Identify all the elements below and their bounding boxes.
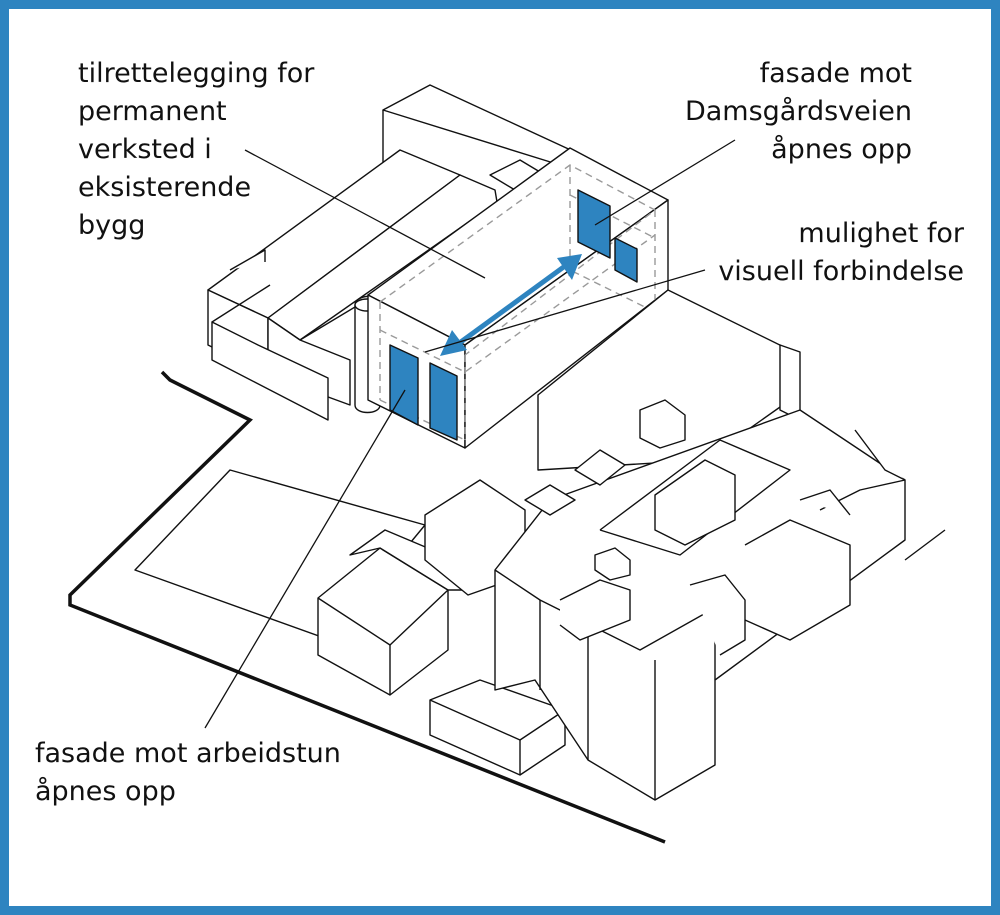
middle-building: [537, 289, 801, 471]
facade-openings: [389, 189, 638, 441]
label-visual-link: mulighet for visuell forbindelse: [718, 218, 964, 287]
opening-damsgard-2: [614, 237, 638, 283]
opening-damsgard-1: [577, 189, 611, 259]
opening-arbeidstun-2: [429, 362, 458, 441]
small-house-1: [317, 529, 469, 696]
leader-damsgard: [594, 139, 736, 226]
label-facade-arbeidstun: fasade mot arbeidstun åpnes opp: [35, 738, 341, 807]
low-block: [429, 679, 566, 776]
label-workshop: tilrettelegging for permanent verksted i…: [78, 58, 315, 241]
label-facade-damsgard: fasade mot Damsgårdsveien åpnes opp: [684, 58, 912, 165]
existing-workshop-building: [207, 149, 546, 421]
opening-arbeidstun-1: [389, 344, 419, 426]
site-boundary: [68, 370, 666, 844]
leader-visual: [424, 269, 706, 353]
leader-workshop: [244, 149, 486, 279]
row-buildings: [494, 399, 946, 801]
